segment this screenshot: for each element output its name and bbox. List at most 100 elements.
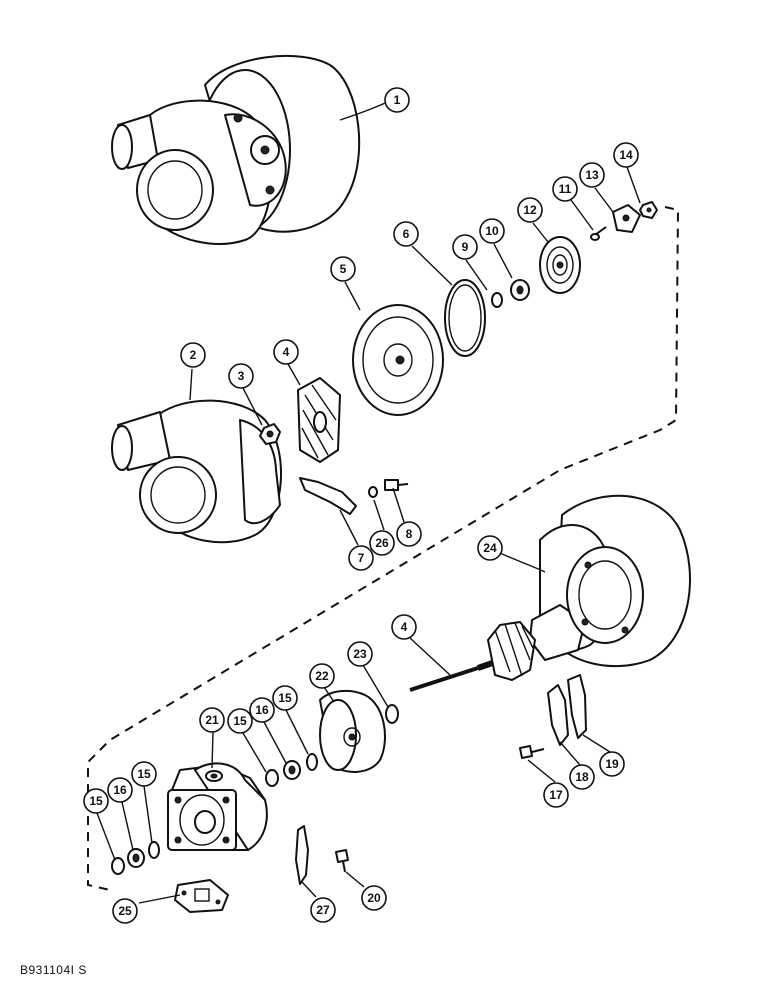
- svg-text:4: 4: [401, 620, 408, 634]
- svg-text:26: 26: [375, 536, 389, 550]
- svg-text:19: 19: [605, 757, 619, 771]
- washer-26: [368, 486, 378, 498]
- svg-text:7: 7: [358, 551, 365, 565]
- figure-id: B931104I S: [20, 963, 87, 977]
- svg-text:15: 15: [89, 794, 103, 808]
- screw-11: [590, 226, 607, 241]
- callout-8: 8: [396, 521, 422, 547]
- compressor-wheel: [297, 377, 341, 463]
- callout-24: 24: [477, 535, 503, 561]
- callout-5: 5: [330, 256, 356, 282]
- lock-plate-7: [299, 477, 357, 515]
- callout-15-c: 15: [227, 708, 253, 734]
- svg-text:5: 5: [340, 262, 347, 276]
- callout-3: 3: [228, 363, 254, 389]
- callout-11: 11: [552, 176, 578, 202]
- seal-ring-23: [385, 704, 399, 724]
- lock-plate-18: [547, 684, 569, 746]
- assembly-guide-line: [87, 206, 680, 891]
- callout-9: 9: [452, 234, 478, 260]
- callout-15-a: 15: [83, 788, 109, 814]
- seal-ring-6: [444, 279, 486, 357]
- callout-4-compressor-wheel: 4: [273, 339, 299, 365]
- svg-text:25: 25: [118, 904, 132, 918]
- thrust-collar-10: [510, 279, 530, 301]
- bearing-16-b: [283, 760, 301, 780]
- svg-text:13: 13: [585, 168, 599, 182]
- callout-7: 7: [348, 545, 374, 571]
- bearing-16-a: [127, 848, 145, 868]
- svg-text:4: 4: [283, 345, 290, 359]
- callout-6: 6: [393, 221, 419, 247]
- compressor-backplate: [352, 304, 444, 416]
- callout-1: 1: [384, 87, 410, 113]
- svg-text:9: 9: [462, 240, 469, 254]
- svg-text:8: 8: [406, 527, 413, 541]
- svg-text:22: 22: [315, 669, 329, 683]
- svg-text:14: 14: [619, 148, 633, 162]
- callout-16-b: 16: [249, 697, 275, 723]
- turbine-housing: [529, 494, 691, 668]
- turbine-wheel-and-shaft: [409, 621, 536, 692]
- svg-text:11: 11: [559, 182, 572, 196]
- svg-text:24: 24: [483, 541, 497, 555]
- callout-4-turbine-shaft: 4: [391, 614, 417, 640]
- callout-13: 13: [579, 162, 605, 188]
- compressor-housing: [111, 399, 282, 544]
- ring-15-d: [306, 753, 318, 771]
- ring-15-b: [148, 841, 160, 859]
- ring-15-a: [111, 857, 125, 875]
- svg-text:20: 20: [367, 891, 381, 905]
- callout-2: 2: [180, 342, 206, 368]
- svg-text:17: 17: [549, 788, 563, 802]
- callout-16-a: 16: [107, 777, 133, 803]
- bolt-8: [384, 479, 409, 491]
- heat-shield-22: [319, 689, 386, 773]
- callout-17: 17: [543, 782, 569, 808]
- callout-15-d: 15: [272, 685, 298, 711]
- callout-19: 19: [599, 751, 625, 777]
- part-3-nut: [259, 423, 281, 445]
- lock-plate-27: [295, 825, 309, 885]
- ring-9: [491, 292, 503, 308]
- callout-20: 20: [361, 885, 387, 911]
- svg-text:16: 16: [113, 783, 127, 797]
- svg-text:6: 6: [403, 227, 410, 241]
- callout-25: 25: [112, 898, 138, 924]
- svg-text:3: 3: [238, 369, 245, 383]
- svg-text:15: 15: [137, 767, 151, 781]
- callout-15-b: 15: [131, 761, 157, 787]
- svg-text:10: 10: [485, 224, 499, 238]
- svg-text:12: 12: [523, 203, 537, 217]
- callout-10: 10: [479, 218, 505, 244]
- lock-plate-19: [567, 674, 587, 739]
- svg-text:27: 27: [316, 903, 330, 917]
- center-housing: [167, 762, 268, 851]
- callout-26: 26: [369, 530, 395, 556]
- svg-text:15: 15: [233, 714, 247, 728]
- svg-text:1: 1: [394, 93, 401, 107]
- callout-14: 14: [613, 142, 639, 168]
- svg-text:2: 2: [190, 348, 197, 362]
- gasket-25: [174, 879, 229, 913]
- callout-12: 12: [517, 197, 543, 223]
- callout-23: 23: [347, 641, 373, 667]
- bolt-17: [519, 745, 545, 759]
- callout-27: 27: [310, 897, 336, 923]
- thrust-bearing-12: [539, 236, 581, 294]
- bolt-20: [335, 849, 349, 873]
- plate-13: [612, 204, 641, 233]
- seal-ring-6-inner: [448, 284, 482, 352]
- callout-22: 22: [309, 663, 335, 689]
- svg-text:23: 23: [353, 647, 367, 661]
- svg-text:18: 18: [575, 770, 589, 784]
- nut-14: [639, 201, 658, 219]
- svg-text:21: 21: [205, 713, 219, 727]
- leader-lines: [96, 102, 641, 904]
- callout-18: 18: [569, 764, 595, 790]
- callout-21: 21: [199, 707, 225, 733]
- turbocharger-assembly: [111, 54, 361, 245]
- ring-15-c: [265, 769, 279, 787]
- svg-text:16: 16: [255, 703, 269, 717]
